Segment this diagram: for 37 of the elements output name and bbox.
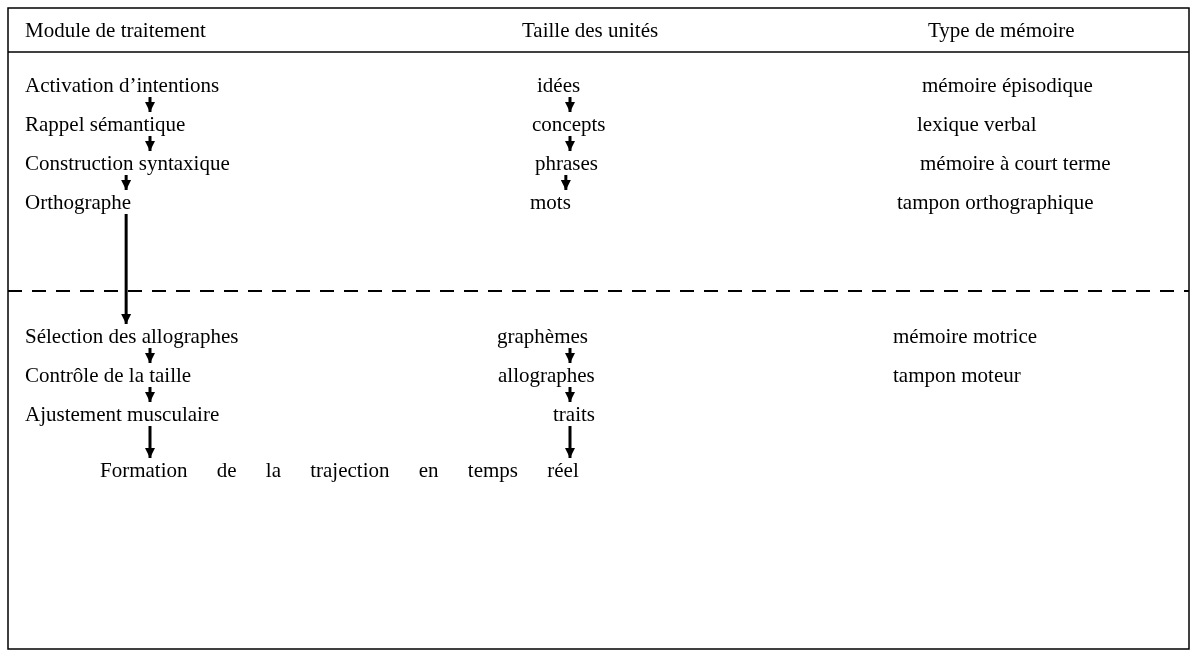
node-text: Sélection des allographes xyxy=(25,324,239,348)
arrow xyxy=(560,175,571,190)
arrow xyxy=(565,387,575,402)
node-text: allographes xyxy=(498,363,595,387)
arrow xyxy=(565,97,575,112)
node-text: Rappel sémantique xyxy=(25,112,186,136)
node-text: traits xyxy=(553,402,595,426)
arrow xyxy=(145,348,155,363)
node-text: Activation d’intentions xyxy=(25,73,220,97)
column-header: Type de mémoire xyxy=(928,18,1075,42)
node-text: phrases xyxy=(535,151,598,175)
arrow xyxy=(145,97,155,112)
arrow xyxy=(565,348,575,363)
memory-type-text: mémoire motrice xyxy=(893,324,1038,348)
column-header: Module de traitement xyxy=(25,18,206,42)
node-text: concepts xyxy=(532,112,606,136)
memory-type-text: mémoire à court terme xyxy=(920,151,1111,175)
memory-type-text: mémoire épisodique xyxy=(922,73,1093,97)
arrow xyxy=(121,214,132,324)
node-text: graphèmes xyxy=(497,324,588,348)
node-text: Contrôle de la taille xyxy=(25,363,192,387)
node-text: Construction syntaxique xyxy=(25,151,230,175)
node-text: Ajustement musculaire xyxy=(25,402,220,426)
memory-type-text: tampon moteur xyxy=(893,363,1021,387)
memory-type-text: tampon orthographique xyxy=(897,190,1094,214)
arrow xyxy=(145,426,155,458)
node-text: Formation de la trajection en temps réel xyxy=(100,458,579,482)
arrow xyxy=(145,136,155,151)
column-header: Taille des unités xyxy=(522,18,659,42)
arrow xyxy=(565,136,575,151)
arrow xyxy=(565,426,575,458)
node-text: mots xyxy=(530,190,571,214)
memory-type-text: lexique verbal xyxy=(917,112,1037,136)
arrow xyxy=(121,175,132,190)
node-text: idées xyxy=(537,73,581,97)
arrow xyxy=(145,387,155,402)
node-text: Orthographe xyxy=(25,190,132,214)
